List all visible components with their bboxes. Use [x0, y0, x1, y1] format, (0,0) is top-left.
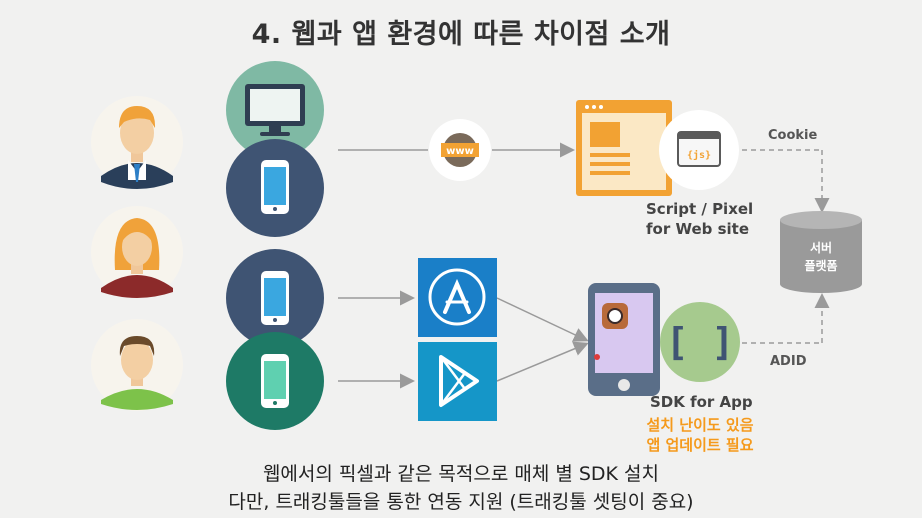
js-label: {js} — [687, 149, 711, 161]
cookie-label: Cookie — [768, 128, 818, 143]
connector-appstore-to-app — [496, 297, 589, 342]
javascript-code-icon: {js} — [659, 110, 739, 190]
server-label-line2: 플랫폼 — [804, 258, 837, 273]
desktop-monitor-icon — [226, 61, 324, 159]
person-businessman-icon — [91, 96, 183, 189]
smartphone-android-icon — [226, 332, 324, 430]
sdk-brackets-icon: [ ] — [660, 302, 740, 382]
sdk-brackets-label: [ ] — [666, 320, 735, 364]
install-note-line1: 설치 난이도 있음 — [646, 416, 754, 434]
install-note: 설치 난이도 있음 앱 업데이트 필요 — [620, 415, 780, 455]
adid-label: ADID — [770, 354, 807, 369]
smartphone-ios-icon — [226, 249, 324, 347]
install-note-line2: 앱 업데이트 필요 — [646, 436, 754, 454]
browser-window-icon — [576, 100, 672, 196]
footer-line2: 다만, 트래킹툴들을 통한 연동 지원 (트래킹툴 셋팅이 중요) — [228, 491, 694, 513]
footer-line1: 웹에서의 픽셀과 같은 목적으로 매체 별 SDK 설치 — [262, 463, 660, 485]
connectors — [338, 142, 830, 389]
person-young-man-icon — [91, 319, 183, 411]
script-pixel-line2: for Web site — [646, 220, 750, 238]
app-store-icon — [418, 258, 497, 337]
server-label-line1: 서버 — [810, 240, 832, 255]
google-play-icon — [418, 342, 497, 421]
server-database-icon: 서버 플랫폼 — [780, 211, 862, 293]
www-label: www — [446, 146, 474, 157]
script-pixel-line1: Script / Pixel — [646, 200, 754, 218]
page-title: 4. 웹과 앱 환경에 따른 차이점 소개 — [251, 19, 671, 50]
script-pixel-label: Script / Pixel for Web site — [646, 199, 753, 239]
app-phone-icon — [588, 283, 660, 396]
smartphone-web-icon — [226, 139, 324, 237]
connector-playstore-to-app — [496, 341, 589, 382]
sdk-for-app-label: SDK for App — [650, 393, 753, 411]
www-globe-icon: www — [429, 119, 491, 181]
person-woman-icon — [91, 206, 183, 298]
